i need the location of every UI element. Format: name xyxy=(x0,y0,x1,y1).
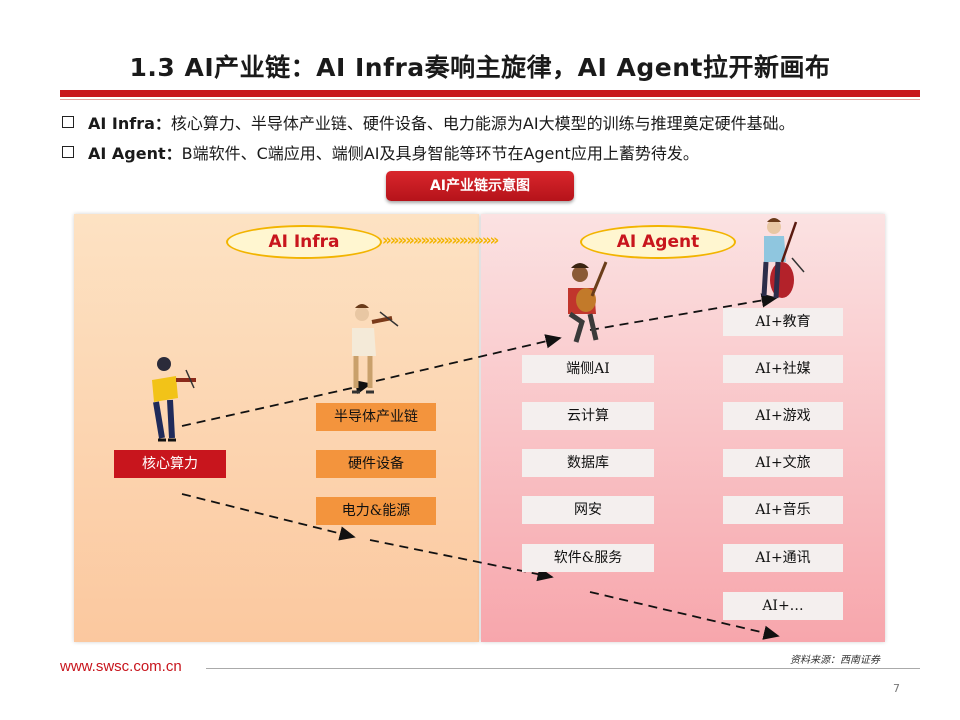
app-item: AI+社媒 xyxy=(723,355,843,383)
title-underline-thin xyxy=(60,99,920,100)
arrow-infra-to-edge xyxy=(375,334,562,382)
mid-item: 网安 xyxy=(522,496,654,524)
app-item: AI+… xyxy=(723,592,843,620)
bullet-text: B端软件、C端应用、端侧AI及具身智能等环节在Agent应用上蓄势待发。 xyxy=(181,144,699,163)
bullet-ai-infra: AI Infra：核心算力、半导体产业链、硬件设备、电力能源为AI大模型的训练与… xyxy=(62,110,795,134)
footer-divider xyxy=(206,668,920,669)
chevron-arrows-icon: »»»»»»»»»»»»»»» xyxy=(382,231,499,249)
checkbox-bullet-icon xyxy=(62,146,74,158)
infra-item: 硬件设备 xyxy=(316,450,436,478)
app-item: AI+游戏 xyxy=(723,402,843,430)
title-underline xyxy=(60,90,920,97)
bullet-head: AI Infra： xyxy=(88,114,171,133)
checkbox-bullet-icon xyxy=(62,116,74,128)
bullet-text: 核心算力、半导体产业链、硬件设备、电力能源为AI大模型的训练与推理奠定硬件基础。 xyxy=(170,114,795,133)
arrow-core-to-infra xyxy=(181,380,372,427)
violinist-man-icon xyxy=(352,304,399,394)
violinist-woman-icon xyxy=(152,357,196,442)
bullet-head: AI Agent： xyxy=(88,144,182,163)
page-title: 1.3 AI产业链：AI Infra奏响主旋律，AI Agent拉开新画布 xyxy=(129,53,831,82)
mid-item: 数据库 xyxy=(522,449,654,477)
diagram-caption: AI产业链示意图 xyxy=(386,171,574,201)
mid-item: 软件&服务 xyxy=(522,544,654,572)
app-item: AI+通讯 xyxy=(723,544,843,572)
mid-item: 云计算 xyxy=(522,402,654,430)
ai-infra-oval: AI Infra xyxy=(226,225,382,259)
arrow-power-to-software xyxy=(369,539,554,582)
data-source: 资料来源：西南证券 xyxy=(790,655,880,666)
infra-item: 电力&能源 xyxy=(316,497,436,525)
arrow-edge-to-apps xyxy=(589,293,778,331)
guitarist-icon xyxy=(568,261,608,343)
app-item: AI+音乐 xyxy=(723,496,843,524)
arrow-software-to-apps xyxy=(589,591,780,640)
ai-agent-oval: AI Agent xyxy=(580,225,736,259)
app-item: AI+教育 xyxy=(723,308,843,336)
infra-item: 半导体产业链 xyxy=(316,403,436,431)
core-compute-label: 核心算力 xyxy=(114,450,226,478)
app-item: AI+文旅 xyxy=(723,449,843,477)
bullet-ai-agent: AI Agent：B端软件、C端应用、端侧AI及具身智能等环节在Agent应用上… xyxy=(62,140,699,164)
mid-item: 端侧AI xyxy=(522,355,654,383)
footer-url-link[interactable]: www.swsc.com.cn xyxy=(60,658,182,675)
page-number: 7 xyxy=(893,682,900,695)
cellist-icon xyxy=(761,218,805,299)
